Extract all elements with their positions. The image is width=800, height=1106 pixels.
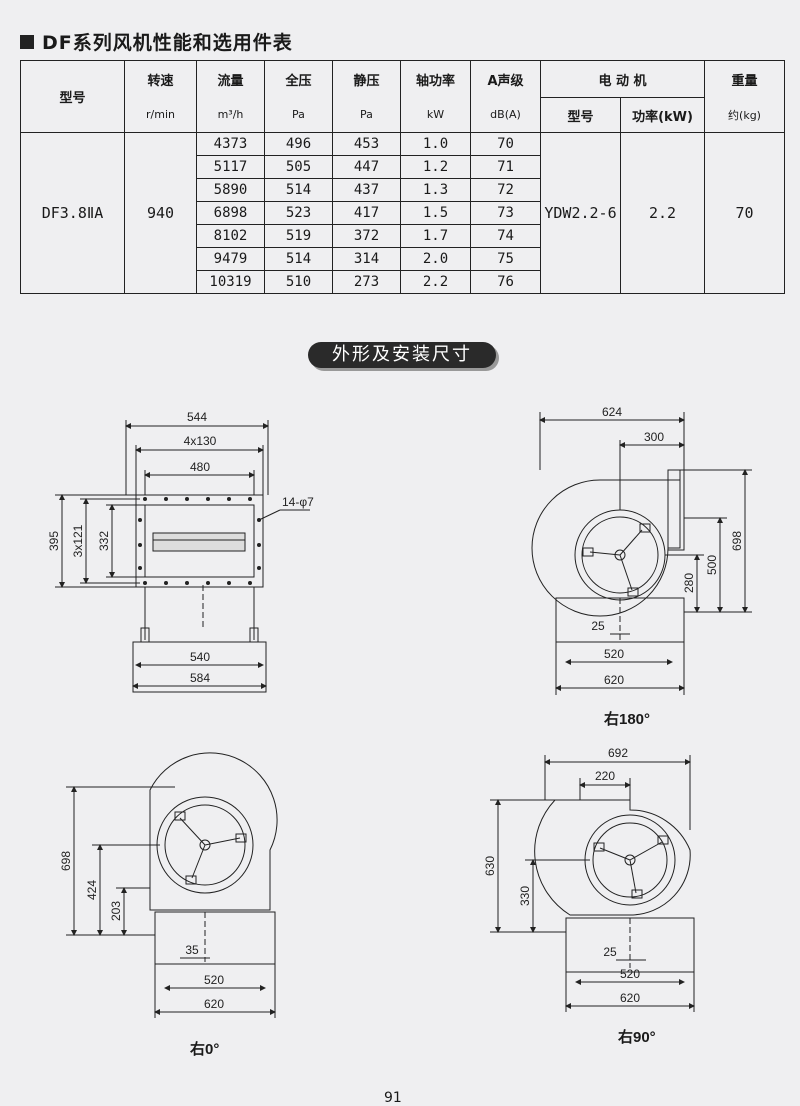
title-bar: DF系列风机性能和选用件表 — [20, 28, 293, 55]
cell-weight: 70 — [704, 132, 785, 294]
col-flow: 流量 — [196, 60, 265, 98]
dim-front-4x130: 4x130 — [184, 434, 217, 448]
unit-weight: 约(kg) — [704, 97, 785, 133]
right-0-drawing — [66, 752, 278, 1018]
col-motor: 电 动 机 — [540, 60, 705, 98]
cell-sound-level: 72 — [470, 178, 541, 202]
dim-front-540: 540 — [190, 650, 210, 664]
col-model: 型号 — [20, 60, 125, 133]
cell-flow: 5117 — [196, 155, 265, 179]
col-speed: 转速 — [124, 60, 197, 98]
cell-model: DF3.8ⅡA — [20, 132, 125, 294]
page-number: 91 — [384, 1090, 402, 1106]
cell-sound-level: 71 — [470, 155, 541, 179]
dim-r180-25: 25 — [591, 619, 605, 633]
dim-r0-520: 520 — [204, 973, 224, 987]
dim-front-3x121: 3x121 — [71, 524, 85, 557]
cell-flow: 10319 — [196, 270, 265, 294]
cell-flow: 9479 — [196, 247, 265, 271]
caption-right-0: 右0° — [190, 1041, 220, 1058]
col-static-pressure: 静压 — [332, 60, 401, 98]
title-marker — [20, 34, 34, 49]
caption-right-90: 右90° — [618, 1029, 656, 1046]
cell-total-pressure: 519 — [264, 224, 333, 248]
cell-shaft-power: 1.0 — [400, 132, 471, 156]
dim-r180-520: 520 — [604, 647, 624, 661]
dim-r180-280: 280 — [682, 573, 696, 593]
dim-r0-203: 203 — [109, 901, 123, 921]
page-title: DF系列风机性能和选用件表 — [42, 32, 293, 54]
cell-static-pressure: 453 — [332, 132, 401, 156]
col-motor-power: 功率(kW) — [620, 97, 705, 133]
col-total-pressure: 全压 — [264, 60, 333, 98]
dim-r180-624: 624 — [602, 405, 622, 419]
dim-r90-220: 220 — [595, 769, 615, 783]
dim-front-584: 584 — [190, 671, 210, 685]
cell-static-pressure: 273 — [332, 270, 401, 294]
dim-r90-630: 630 — [483, 856, 497, 876]
dim-r180-500: 500 — [705, 555, 719, 575]
dim-r0-35: 35 — [185, 943, 199, 957]
cell-speed: 940 — [124, 132, 197, 294]
col-weight: 重量 — [704, 60, 785, 98]
cell-shaft-power: 1.2 — [400, 155, 471, 179]
performance-table: 型号 转速 流量 全压 静压 轴功率 A声级 电 动 机 重量 r/min m³… — [20, 60, 785, 294]
dim-r0-620: 620 — [204, 997, 224, 1011]
cell-motor-model: YDW2.2-6 — [540, 132, 621, 294]
dim-front-holes: 14-φ7 — [282, 495, 314, 509]
right-90-drawing — [490, 755, 695, 1012]
dim-r180-620: 620 — [604, 673, 624, 687]
cell-total-pressure: 510 — [264, 270, 333, 294]
dim-front-332: 332 — [97, 531, 111, 551]
cell-total-pressure: 523 — [264, 201, 333, 225]
dim-r0-698: 698 — [59, 851, 73, 871]
caption-right-180: 右180° — [604, 711, 651, 728]
cell-static-pressure: 314 — [332, 247, 401, 271]
cell-shaft-power: 2.2 — [400, 270, 471, 294]
section-title: 外形及安装尺寸 — [308, 342, 496, 368]
dim-front-544: 544 — [187, 410, 207, 424]
cell-total-pressure: 514 — [264, 178, 333, 202]
dim-front-480: 480 — [190, 460, 210, 474]
dim-r0-424: 424 — [85, 880, 99, 900]
unit-speed: r/min — [124, 97, 197, 133]
dim-r180-698: 698 — [730, 531, 744, 551]
dim-r90-520: 520 — [620, 967, 640, 981]
right-180-drawing — [531, 412, 752, 695]
dim-r90-692: 692 — [608, 746, 628, 760]
dim-r90-620: 620 — [620, 991, 640, 1005]
cell-static-pressure: 447 — [332, 155, 401, 179]
cell-sound-level: 75 — [470, 247, 541, 271]
dim-r90-330: 330 — [518, 886, 532, 906]
cell-motor-power: 2.2 — [620, 132, 705, 294]
cell-shaft-power: 1.7 — [400, 224, 471, 248]
dim-r180-300: 300 — [644, 430, 664, 444]
col-motor-model: 型号 — [540, 97, 621, 133]
cell-total-pressure: 496 — [264, 132, 333, 156]
cell-sound-level: 74 — [470, 224, 541, 248]
unit-total-pressure: Pa — [264, 97, 333, 133]
header-row-top: 型号 转速 流量 全压 静压 轴功率 A声级 电 动 机 重量 — [20, 60, 785, 133]
dim-front-395: 395 — [47, 531, 61, 551]
front-view-drawing — [55, 420, 310, 693]
cell-shaft-power: 1.5 — [400, 201, 471, 225]
col-shaft-power: 轴功率 — [400, 60, 471, 98]
cell-sound-level: 76 — [470, 270, 541, 294]
dim-r90-25: 25 — [603, 945, 617, 959]
